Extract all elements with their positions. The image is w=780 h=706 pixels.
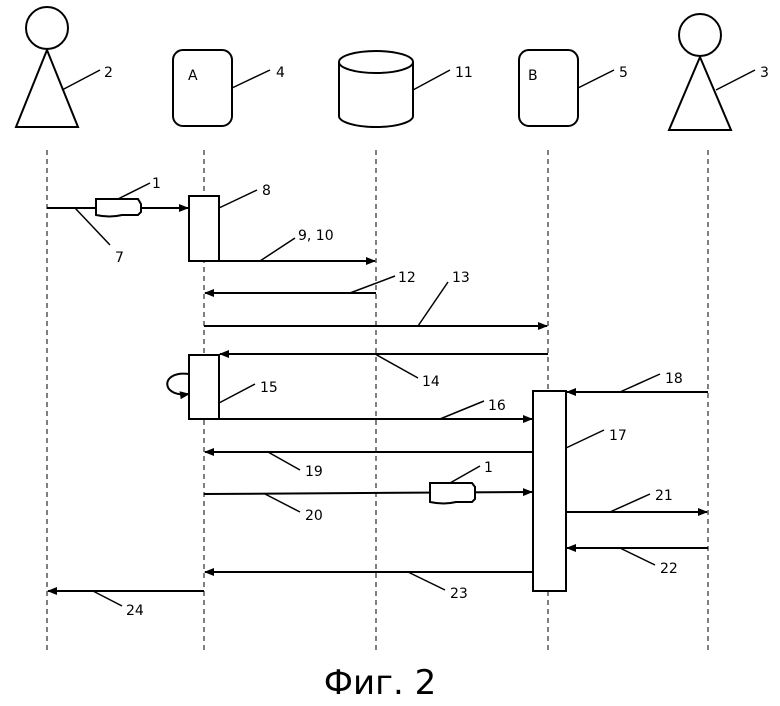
label-7: 7	[115, 250, 124, 266]
figure-caption: Фиг. 2	[324, 663, 436, 703]
leader-18	[620, 374, 660, 392]
label-14: 14	[422, 374, 440, 390]
leader-17	[566, 430, 604, 448]
label-8: 8	[262, 183, 271, 199]
actor-right	[669, 14, 731, 130]
label-17: 17	[609, 428, 627, 444]
label-12: 12	[398, 270, 416, 286]
leader-3	[716, 70, 755, 90]
leader-1a	[118, 183, 150, 199]
label-23: 23	[450, 586, 468, 602]
leader-5	[578, 70, 614, 88]
label-9-10: 9, 10	[298, 228, 334, 244]
leader-2	[62, 70, 100, 90]
participant-a-box	[173, 50, 232, 126]
label-4: 4	[276, 65, 285, 81]
actor-left	[16, 7, 78, 127]
activation-15	[189, 355, 219, 419]
leader-4	[232, 70, 270, 88]
label-16: 16	[488, 398, 506, 414]
document-icon-1a	[96, 199, 141, 217]
label-1a: 1	[152, 176, 161, 192]
document-icon-1b	[430, 483, 475, 504]
leader-19	[268, 452, 300, 470]
database-cylinder	[339, 51, 413, 127]
leader-9-10	[260, 238, 295, 261]
leader-12	[350, 276, 395, 293]
leader-8	[219, 190, 257, 208]
participant-b-box	[519, 50, 578, 126]
label-22: 22	[660, 561, 678, 577]
leader-24	[93, 591, 122, 606]
participant-a-letter: A	[188, 68, 198, 84]
leader-20	[265, 494, 300, 512]
label-18: 18	[665, 371, 683, 387]
label-13: 13	[452, 270, 470, 286]
label-3: 3	[760, 65, 769, 81]
label-21: 21	[655, 488, 673, 504]
label-5: 5	[619, 65, 628, 81]
leader-11	[413, 70, 450, 90]
label-19: 19	[305, 464, 323, 480]
activation-17	[533, 391, 566, 591]
leader-23	[408, 572, 445, 590]
message-20	[204, 492, 532, 494]
leader-1b	[450, 466, 480, 483]
label-1b: 1	[484, 460, 493, 476]
label-24: 24	[126, 603, 144, 619]
label-15: 15	[260, 380, 278, 396]
leader-15	[219, 384, 255, 403]
activation-8	[189, 196, 219, 261]
label-2: 2	[104, 65, 113, 81]
leader-21	[610, 494, 650, 512]
leader-22	[620, 548, 655, 565]
leader-13	[418, 282, 448, 326]
label-11: 11	[455, 65, 473, 81]
leader-16	[440, 401, 484, 419]
leader-14	[375, 354, 418, 378]
participant-b-letter: B	[528, 68, 538, 84]
self-loop-15	[167, 374, 189, 395]
label-20: 20	[305, 508, 323, 524]
